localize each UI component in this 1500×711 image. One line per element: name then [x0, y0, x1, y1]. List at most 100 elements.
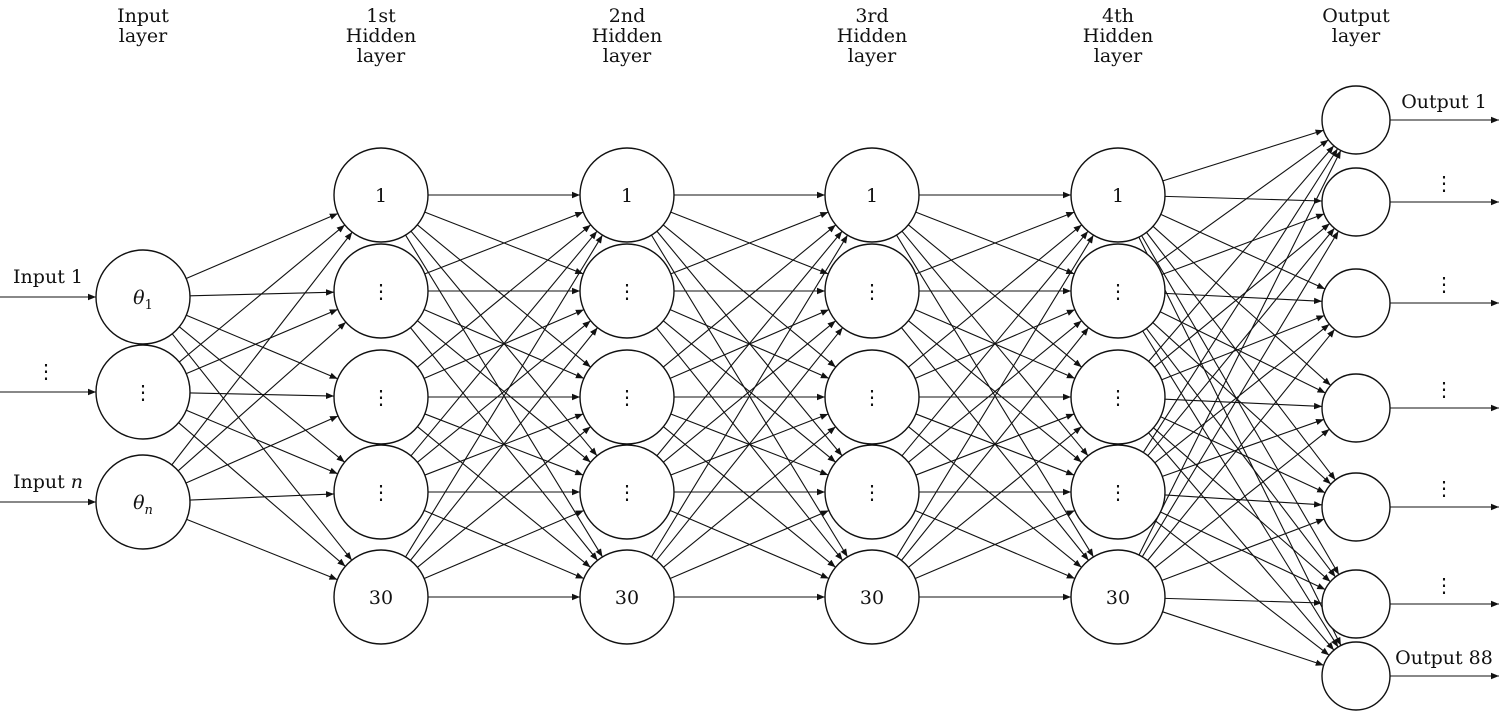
node-circle: [579, 549, 675, 645]
edge-input-1-to-h1-4: [178, 422, 346, 567]
edge-h4-2-to-output-5: [1153, 427, 1331, 583]
input-node: θ1: [95, 249, 191, 345]
edge-h4-4-to-output-2: [1147, 329, 1336, 561]
layer-title-h4: Hidden: [1083, 25, 1153, 47]
edge-h4-0-to-output-3: [1152, 225, 1332, 386]
node-circle: [1070, 549, 1166, 645]
node-circle: [824, 444, 920, 540]
edge-h2-1-to-h3-0: [670, 211, 829, 275]
node-label: 1: [375, 185, 387, 207]
edge-h3-2-to-h4-0: [907, 224, 1083, 368]
edge-input-1-to-h1-1: [186, 308, 338, 375]
edge-h4-3-to-output-1: [1147, 227, 1335, 457]
node-label: 30: [615, 587, 639, 609]
layer-title-input: Input: [117, 5, 169, 27]
edge-h2-3-to-h3-0: [656, 230, 843, 457]
node-circle: [1321, 268, 1391, 338]
edge-h4-3-to-output-6: [1154, 520, 1330, 656]
node-circle: [1321, 641, 1391, 711]
edge-h3-4-to-h4-3: [915, 509, 1075, 580]
layer-title-h3: layer: [848, 45, 897, 67]
edge-h4-0-to-output-6: [1138, 236, 1342, 646]
edge-h3-4-to-h4-2: [908, 426, 1082, 568]
node-circle: [333, 549, 429, 645]
edge-h4-1-to-output-6: [1142, 330, 1339, 648]
edge-h2-4-to-h3-1: [655, 327, 844, 561]
node-circle: [579, 444, 675, 540]
node-circle: [579, 243, 675, 339]
layer-title-h1: 1st: [366, 5, 396, 27]
node-circle: [1321, 472, 1391, 542]
layer-title-h2: Hidden: [592, 25, 662, 47]
node-label: 1: [621, 185, 633, 207]
edge-h1-1-to-h2-0: [424, 211, 584, 275]
input-label: ⋮: [36, 359, 56, 383]
edge-input-0-to-h1-2: [186, 314, 338, 380]
input-node: ⋮: [95, 344, 191, 440]
edge-h3-4-to-h4-1: [901, 327, 1089, 561]
edge-h4-2-to-output-3: [1164, 398, 1323, 410]
output-node: [1321, 472, 1391, 542]
output-label: ⋮: [1434, 171, 1454, 195]
edge-h4-3-to-output-2: [1154, 323, 1330, 464]
h2-node: 30: [579, 549, 675, 645]
node-label: ⋮: [371, 480, 391, 504]
edge-h4-3-to-output-0: [1142, 148, 1339, 453]
edge-h4-1-to-output-2: [1164, 292, 1323, 305]
node-circle: [95, 344, 191, 440]
node-label: θn: [133, 492, 153, 518]
layer-title-h2: 2nd: [609, 5, 646, 27]
input-label: Input n: [13, 471, 83, 493]
node-label: ⋮: [862, 279, 882, 303]
nodes: θ1⋮θn1⋮⋮⋮301⋮⋮⋮301⋮⋮⋮301⋮⋮⋮30: [95, 85, 1391, 711]
h1-node: 30: [333, 549, 429, 645]
layer-title-h1: layer: [357, 45, 406, 67]
edge-h4-2-to-output-6: [1148, 432, 1335, 651]
edge-h1-4-to-h2-1: [410, 327, 598, 561]
node-circle: [1321, 85, 1391, 155]
layer-title-output: layer: [1332, 25, 1381, 47]
edge-h4-0-to-output-4: [1146, 232, 1336, 481]
edge-h1-3-to-h2-1: [417, 320, 591, 463]
output-node: [1321, 85, 1391, 155]
node-circle: [824, 243, 920, 339]
node-label: 1: [1112, 185, 1124, 207]
output-node: [1321, 268, 1391, 338]
output-label: ⋮: [1434, 476, 1454, 500]
node-label: ⋮: [617, 480, 637, 504]
h3-node: ⋮: [824, 444, 920, 540]
edge-h4-0-to-output-1: [1164, 195, 1323, 204]
h4-node: ⋮: [1070, 444, 1166, 540]
output-label: ⋮: [1434, 573, 1454, 597]
h3-node: 30: [824, 549, 920, 645]
node-label: 30: [369, 587, 393, 609]
output-node: [1321, 167, 1391, 237]
edge-input-2-to-h1-3: [189, 491, 335, 501]
edge-h4-3-to-output-5: [1160, 511, 1326, 591]
edge-input-0-to-h1-0: [185, 213, 339, 279]
node-label: ⋮: [1108, 385, 1128, 409]
edge-h4-1-to-output-3: [1159, 311, 1326, 394]
edge-h2-2-to-h3-0: [662, 224, 837, 368]
edge-h3-3-to-h4-1: [908, 320, 1082, 463]
node-circle: [333, 147, 429, 243]
edge-h4-0-to-output-0: [1162, 129, 1324, 182]
edges: [171, 129, 1342, 666]
edge-h4-1-to-output-4: [1152, 322, 1332, 485]
node-label: θ1: [133, 287, 153, 313]
node-circle: [1070, 349, 1166, 445]
h2-node: ⋮: [579, 349, 675, 445]
edge-h1-4-to-h2-0: [405, 234, 603, 558]
layer-title-h3: 3rd: [855, 5, 888, 27]
edge-input-2-to-h1-0: [171, 231, 353, 466]
edge-h4-4-to-output-4: [1161, 518, 1325, 581]
h1-node: 1: [333, 147, 429, 243]
edge-h2-3-to-h3-1: [662, 320, 837, 463]
edge-input-2-to-h1-2: [185, 415, 339, 484]
layer-titles: Inputlayer1stHiddenlayer2ndHiddenlayer3r…: [117, 5, 1390, 67]
output-node: [1321, 641, 1391, 711]
edge-h2-4-to-h3-2: [663, 426, 836, 568]
edge-h4-3-to-output-4: [1164, 494, 1323, 508]
